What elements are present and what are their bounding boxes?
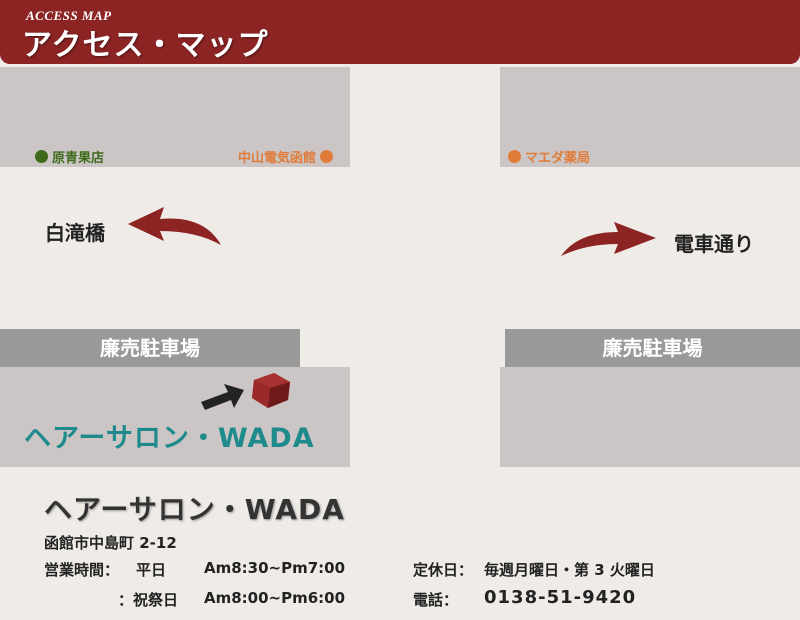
- header-subtitle: ACCESS MAP: [26, 8, 112, 23]
- parking-left: 廉売駐車場: [0, 329, 300, 367]
- poi-harao: 原青果店: [35, 147, 104, 166]
- salon-marker-icon: [252, 373, 290, 408]
- holiday-hours: Am8:00~Pm6:00: [204, 589, 346, 607]
- block-top-right: [500, 67, 800, 167]
- poi-nakayama-label: 中山電気函館: [238, 151, 317, 166]
- poi-harao-label: 原青果店: [52, 151, 105, 166]
- phone-label: 電話：: [413, 591, 459, 609]
- salon-map-label: ヘアーサロン・WADA: [24, 423, 315, 454]
- green-dot-icon: [35, 150, 48, 163]
- poi-maeda: マエダ薬局: [508, 147, 590, 166]
- closed-days: 毎週月曜日・第 3 火曜日: [484, 561, 655, 579]
- poi-nakayama: 中山電気函館: [238, 147, 334, 166]
- closed-label: 定休日：: [413, 561, 474, 579]
- weekday-label: 平日: [136, 561, 167, 579]
- block-top-left: [0, 67, 350, 167]
- weekday-hours: Am8:30~Pm7:00: [204, 559, 346, 577]
- direction-right-label: 電車通り: [674, 232, 754, 256]
- poi-maeda-label: マエダ薬局: [525, 151, 591, 166]
- arrow-left-icon: [128, 207, 221, 245]
- block-bottom-right: [500, 367, 800, 467]
- orange-dot-icon: [320, 150, 334, 163]
- parking-right: 廉売駐車場: [505, 329, 800, 367]
- direction-left-label: 白滝橋: [45, 221, 105, 245]
- pointer-arrow-icon: [201, 384, 244, 410]
- block-salon: [0, 367, 350, 467]
- header-banner: ACCESS MAP アクセス・マップ: [0, 0, 800, 64]
- orange-dot-icon: [508, 150, 521, 163]
- page-title: アクセス・マップ: [22, 28, 269, 63]
- holiday-label: ：祝祭日: [118, 591, 179, 609]
- salon-name: ヘアーサロン・WADA: [44, 493, 345, 526]
- address: 函館市中島町 2-12: [44, 534, 177, 552]
- hours-label: 営業時間：: [44, 561, 120, 579]
- arrow-right-icon: [561, 222, 656, 256]
- phone-number[interactable]: 0138-51-9420: [484, 587, 637, 608]
